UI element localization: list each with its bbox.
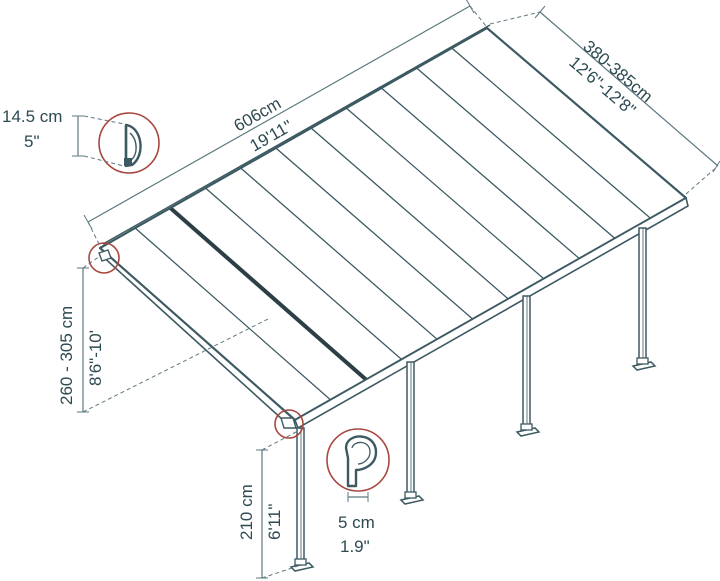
rail-bolt xyxy=(433,55,436,58)
post xyxy=(515,295,541,437)
rail-bolt xyxy=(212,180,215,183)
rail-bolt xyxy=(406,71,408,73)
depth-guide-top xyxy=(489,11,541,25)
rail-bolt xyxy=(323,117,326,120)
post xyxy=(289,427,315,572)
rear-height-imperial: 8'6"-10' xyxy=(86,330,105,386)
rail-bolt xyxy=(350,102,353,105)
length-dim-line xyxy=(87,5,471,223)
wall-bracket-marker xyxy=(88,242,120,274)
rail-bolt xyxy=(267,149,270,152)
rear-height-metric: 260 - 305 cm xyxy=(57,306,76,405)
post xyxy=(399,361,425,505)
front-height-metric: 210 cm xyxy=(237,484,256,540)
rear-height-guide-top xyxy=(82,255,101,269)
front-gutter-beam xyxy=(294,196,689,430)
post-width-imperial: 1.9" xyxy=(340,537,370,556)
rail-bolt xyxy=(157,211,160,214)
depth-dim-tick-bottom xyxy=(712,160,720,173)
front-height-guide-bottom xyxy=(261,565,299,579)
gutter-height-metric: 14.5 cm xyxy=(2,107,62,126)
posts xyxy=(289,227,657,572)
rail-bolt xyxy=(295,133,298,136)
wall-bracket-icon xyxy=(98,249,112,262)
length-guide-left xyxy=(87,221,101,247)
corner-marker xyxy=(274,409,304,439)
depth-dim-line xyxy=(539,11,719,167)
rail-bolt xyxy=(378,86,381,89)
roof xyxy=(98,24,689,430)
left-side-beam xyxy=(99,253,284,421)
rail-bolt xyxy=(240,164,243,167)
length-guide-right xyxy=(469,5,487,27)
rail-bolt xyxy=(461,39,464,42)
post xyxy=(631,227,657,371)
rail-bolt xyxy=(185,196,187,198)
connector-profile xyxy=(169,206,368,382)
post-profile-icon xyxy=(344,435,378,488)
gutter-profile-icon xyxy=(124,123,142,168)
rail-bolt xyxy=(129,227,132,230)
corner-bracket-icon xyxy=(280,417,297,429)
gutter-height-imperial: 5" xyxy=(24,132,40,151)
roof-panels xyxy=(98,27,688,421)
wall-rail-bolts xyxy=(129,39,464,230)
post-width-metric: 5 cm xyxy=(338,513,375,532)
depth-guide-bottom xyxy=(685,165,719,195)
front-height-imperial: 6'11" xyxy=(265,504,284,540)
